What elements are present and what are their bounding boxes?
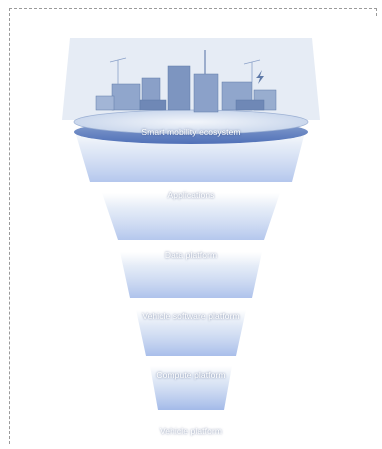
layer-disc-ecosystem (73, 50, 309, 144)
layer-label-ecosystem: Smart mobility ecosystem (141, 127, 241, 137)
dashed-frame (9, 8, 377, 444)
layer-label-applications: Applications (167, 190, 215, 200)
layer-label-software: Vehicle software platform (142, 311, 240, 321)
dashed-frame-corner (376, 8, 377, 16)
layer-label-data: Data platform (164, 250, 218, 260)
layer-label-compute: Compute platform (156, 370, 226, 380)
funnel-beams (74, 128, 306, 410)
layer-label-vehicle: Vehicle platform (159, 426, 223, 436)
city-icon (95, 50, 277, 113)
